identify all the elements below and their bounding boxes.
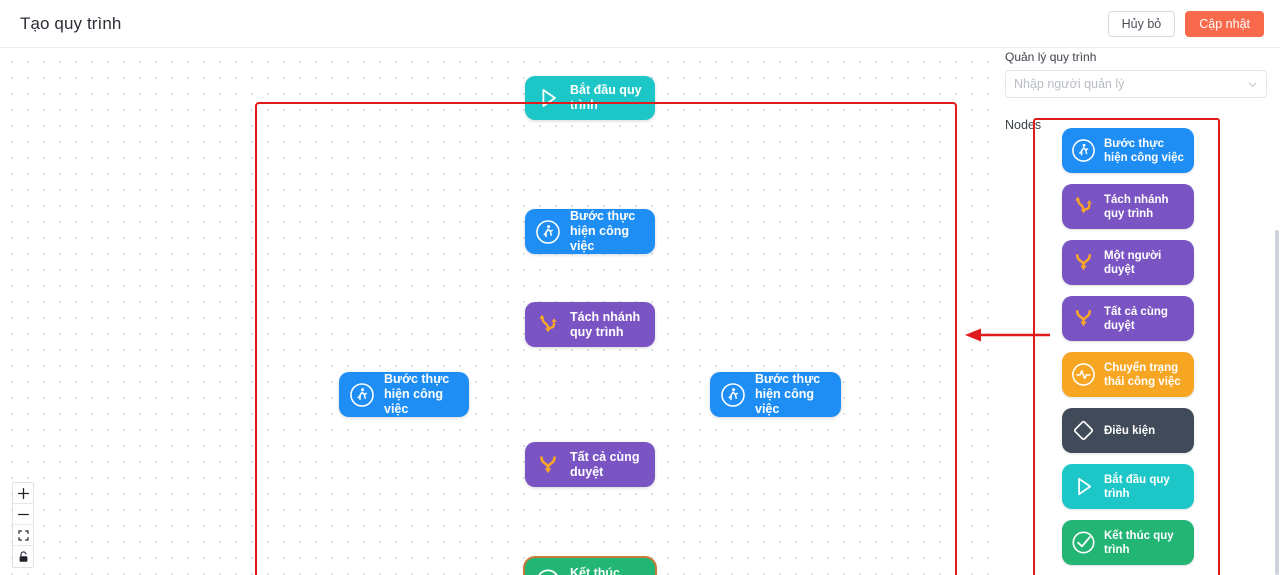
play-triangle-icon	[535, 85, 561, 111]
lock-icon	[19, 550, 27, 562]
walking-person-icon	[1070, 138, 1096, 164]
lock-button[interactable]	[13, 546, 33, 567]
palette-item[interactable]: Tất cả cùng duyệt	[1062, 296, 1194, 341]
branch-split-icon	[1070, 194, 1096, 220]
canvas-node[interactable]: Bước thực hiện công việc	[525, 209, 655, 254]
branch-split-icon	[539, 314, 557, 332]
merge-arrow-icon	[540, 455, 556, 473]
nodes-section-label: Nodes	[1005, 118, 1042, 132]
canvas-node[interactable]: Tất cả cùng duyệt	[525, 442, 655, 487]
merge-arrow-icon	[1070, 250, 1096, 276]
palette-item[interactable]: Một người duyệt	[1062, 240, 1194, 285]
palette-item-label: Chuyển trạng thái công việc	[1104, 361, 1181, 388]
walking-person-icon	[350, 382, 374, 407]
header-actions: Hủy bỏ Cập nhật	[1107, 10, 1264, 37]
chevron-down-icon	[1247, 79, 1258, 90]
merge-arrow-icon	[1070, 306, 1096, 332]
palette-item-label: Bắt đầu quy trình	[1104, 473, 1170, 500]
walking-person-icon	[349, 382, 375, 408]
check-circle-icon	[1070, 530, 1096, 556]
fit-screen-icon	[17, 529, 29, 541]
branch-split-icon	[1074, 197, 1092, 214]
activity-pulse-icon	[1071, 363, 1095, 386]
minus-icon	[17, 513, 29, 515]
walking-person-icon	[721, 382, 745, 407]
palette-item-label: Một người duyệt	[1104, 249, 1162, 276]
walking-person-icon	[535, 219, 561, 245]
canvas-node-label: Tất cả cùng duyệt	[570, 449, 640, 479]
palette-item-label: Tách nhánh quy trình	[1104, 193, 1169, 220]
palette-item[interactable]: Kết thúc quy trình	[1062, 520, 1194, 565]
canvas-node[interactable]: Bước thực hiện công việc	[339, 372, 469, 417]
arrow-annotation	[962, 320, 1052, 350]
palette-item-label: Kết thúc quy trình	[1104, 529, 1174, 556]
merge-arrow-icon	[1075, 254, 1091, 271]
canvas-node[interactable]: Kết thúc quy trình	[525, 558, 655, 575]
left-arrow-annotation-icon	[965, 328, 1050, 342]
canvas-node-label: Bước thực hiện công việc	[384, 372, 450, 416]
palette-item-label: Tất cả cùng duyệt	[1104, 305, 1168, 332]
activity-pulse-icon	[1070, 362, 1096, 388]
merge-arrow-icon	[1075, 310, 1091, 327]
play-triangle-icon	[1070, 474, 1096, 500]
canvas-node[interactable]: Bắt đầu quy trình	[525, 76, 655, 120]
palette-item[interactable]: Bắt đầu quy trình	[1062, 464, 1194, 509]
page-scrollbar-thumb[interactable]	[1275, 230, 1279, 575]
fit-view-button[interactable]	[13, 525, 33, 546]
right-panel: Quản lý quy trình Nhập người quản lý Nod…	[995, 48, 1280, 575]
merge-arrow-icon	[535, 452, 561, 478]
app-header: Tạo quy trình Hủy bỏ Cập nhật	[0, 0, 1280, 48]
diamond-icon	[1073, 420, 1093, 441]
canvas-node-label: Kết thúc quy trình	[570, 565, 620, 575]
zoom-in-button[interactable]	[13, 483, 33, 504]
play-triangle-icon	[542, 89, 556, 107]
check-circle-icon	[535, 568, 561, 575]
palette-item-label: Điều kiện	[1104, 424, 1156, 437]
palette-item-label: Bước thực hiện công việc	[1104, 137, 1184, 164]
manager-field-label: Quản lý quy trình	[1005, 50, 1097, 64]
palette-item[interactable]: Điều kiện	[1062, 408, 1194, 453]
cancel-button[interactable]: Hủy bỏ	[1107, 10, 1176, 37]
palette-item[interactable]: Chuyển trạng thái công việc	[1062, 352, 1194, 397]
canvas-node[interactable]: Bước thực hiện công việc	[710, 372, 841, 417]
walking-person-icon	[1071, 139, 1095, 162]
walking-person-icon	[720, 382, 746, 408]
manager-select-placeholder: Nhập người quản lý	[1014, 77, 1125, 91]
diamond-icon	[1070, 418, 1096, 444]
canvas-node-label: Bắt đầu quy trình	[570, 83, 642, 112]
palette-item[interactable]: Bước thực hiện công việc	[1062, 128, 1194, 173]
update-button[interactable]: Cập nhật	[1185, 10, 1264, 37]
branch-split-icon	[535, 312, 561, 338]
zoom-controls	[12, 482, 34, 568]
canvas-node-label: Bước thực hiện công việc	[755, 372, 821, 416]
play-triangle-icon	[1077, 477, 1091, 496]
canvas-node[interactable]: Tách nhánh quy trình	[525, 302, 655, 347]
walking-person-icon	[536, 219, 560, 244]
check-circle-icon	[537, 569, 559, 575]
page-title: Tạo quy trình	[20, 13, 122, 33]
canvas-node-label: Tách nhánh quy trình	[570, 309, 641, 339]
canvas-node-label: Bước thực hiện công việc	[570, 209, 636, 253]
palette-item[interactable]: Tách nhánh quy trình	[1062, 184, 1194, 229]
check-circle-icon	[1071, 531, 1095, 554]
plus-icon	[17, 487, 29, 499]
manager-select[interactable]: Nhập người quản lý	[1005, 70, 1267, 98]
zoom-out-button[interactable]	[13, 504, 33, 525]
